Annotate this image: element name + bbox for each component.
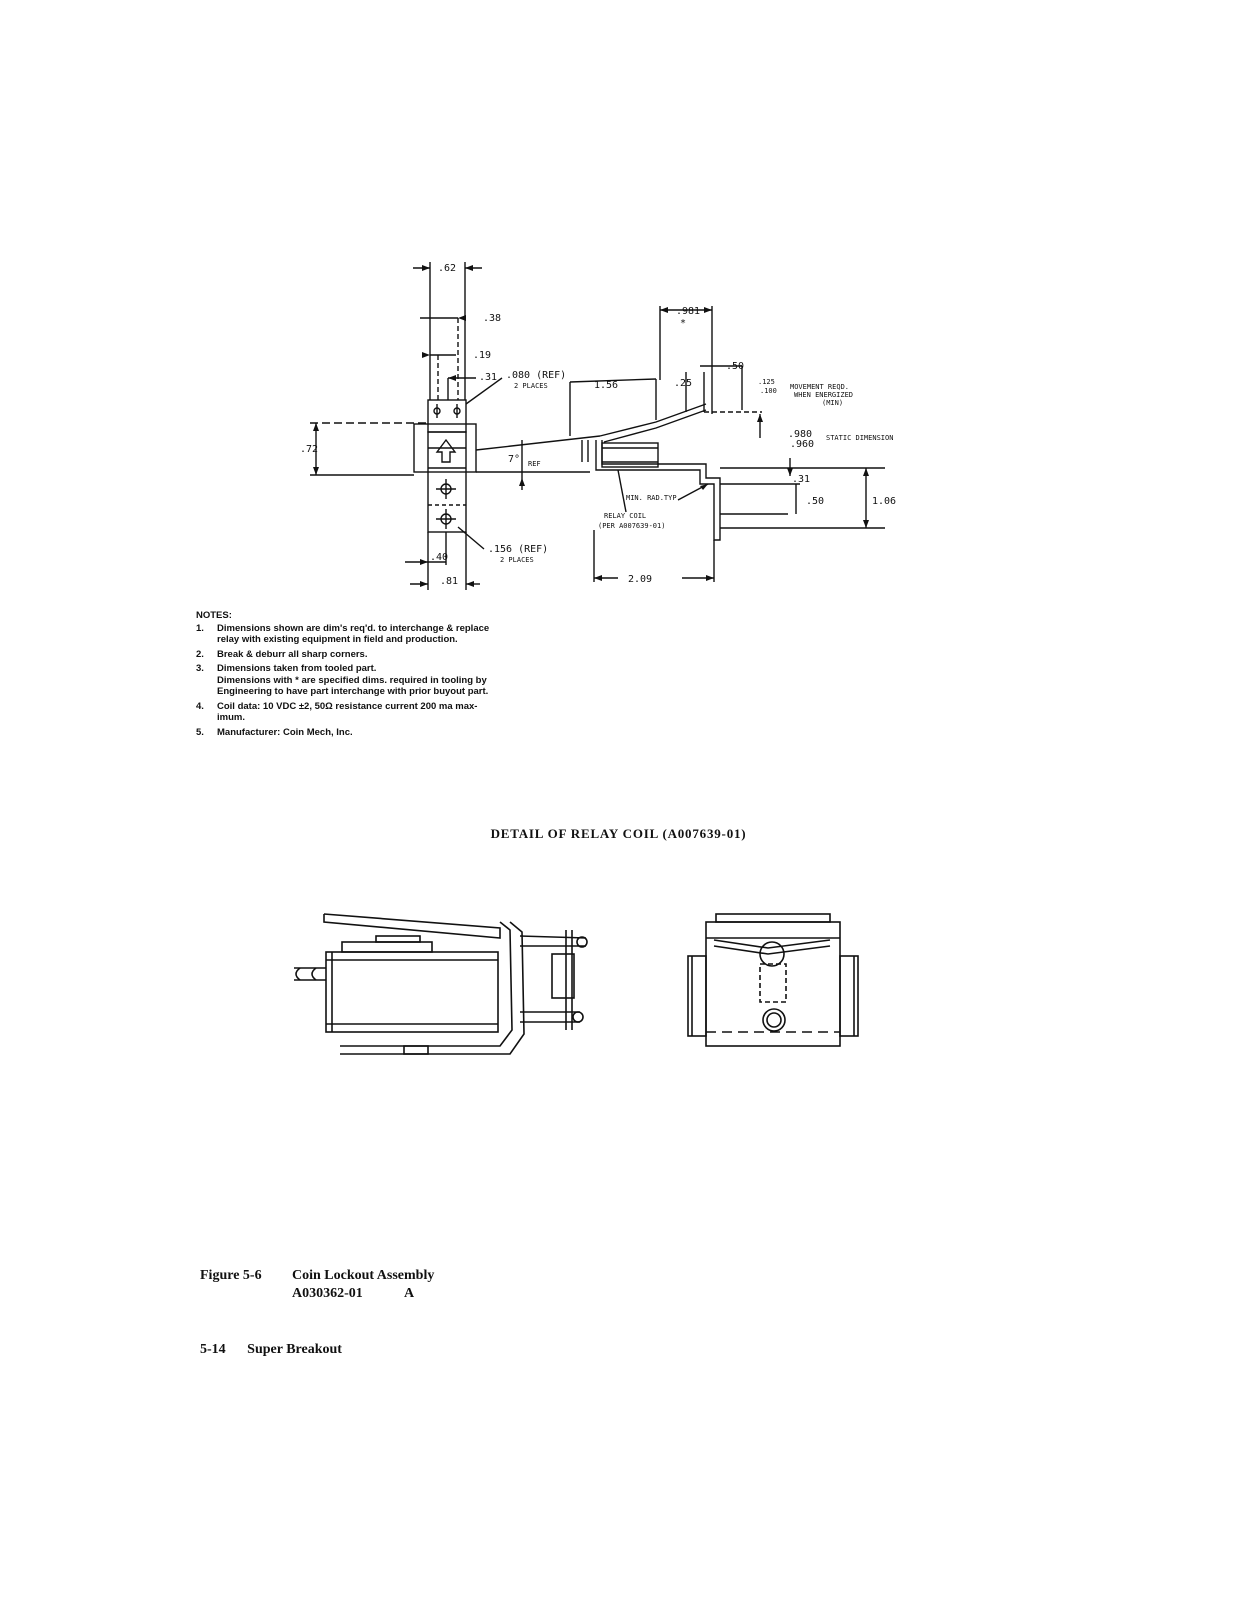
dim-981: .981 <box>676 306 700 317</box>
note-text: Break & deburr all sharp corners. <box>217 648 368 660</box>
movement-reqd-label: MOVEMENT REQD. <box>790 383 849 391</box>
dim-156: 1.56 <box>594 380 618 391</box>
note-item: 3. Dimensions taken from tooled part. Dim… <box>196 663 556 698</box>
dim-72: .72 <box>300 444 318 455</box>
dim-125: .125 <box>758 378 775 386</box>
relay-coil-front-detail <box>687 913 859 1047</box>
dim-31-right: .31 <box>792 474 810 485</box>
relay-front-view <box>310 262 601 590</box>
relay-side-view <box>569 306 885 582</box>
dim-star: * <box>680 318 686 329</box>
relay-coil-side-detail <box>294 913 588 1055</box>
left-view-dimension-labels: .62 .38 .19 .31 .080 (REF) 2 PLACES .72 … <box>300 263 566 587</box>
min-label: (MIN) <box>822 399 843 407</box>
dim-50-right: .50 <box>806 496 824 507</box>
dim-156-ref: .156 (REF) <box>488 544 548 555</box>
dim-080-places: 2 PLACES <box>514 382 548 390</box>
note-number: 4. <box>196 700 204 712</box>
right-view-dimension-labels: .981 * 1.56 .25 .50 .125 .100 MOVEMENT R… <box>594 306 896 585</box>
per-part-label: (PER A007639-01) <box>598 522 665 530</box>
relay-coil-label: RELAY COIL <box>604 512 646 520</box>
min-rad-label: MIN. RAD.TYP. <box>626 494 681 502</box>
note-number: 1. <box>196 622 204 634</box>
note-text: Coil data: 10 VDC ±2, 50Ω resistance cur… <box>217 700 478 724</box>
note-number: 3. <box>196 663 204 674</box>
manual-title: Super Breakout <box>247 1342 342 1357</box>
page-number: 5-14 <box>200 1342 226 1357</box>
dim-31: .31 <box>479 372 497 383</box>
figure-name: Coin Lockout Assembly <box>292 1268 435 1283</box>
page-footer: 5-14 Super Breakout <box>200 1342 342 1358</box>
dim-156-places: 2 PLACES <box>500 556 534 564</box>
static-dimension-label: STATIC DIMENSION <box>826 434 893 442</box>
note-number: 5. <box>196 726 204 738</box>
detail-title: DETAIL OF RELAY COIL (A007639-01) <box>490 826 747 841</box>
revision: A <box>404 1286 415 1301</box>
dim-980: .980 <box>788 429 812 440</box>
dim-81: .81 <box>440 576 458 587</box>
note-item: 4. Coil data: 10 VDC ±2, 50Ω resistance c… <box>196 701 556 724</box>
dim-19: .19 <box>473 350 491 361</box>
dim-7-ref: REF <box>528 460 541 468</box>
dim-960: .960 <box>790 439 814 450</box>
notes-section: NOTES: 1. Dimensions shown are dim's req'… <box>196 610 556 741</box>
note-text: Dimensions taken from tooled part. Dimen… <box>217 663 489 697</box>
note-item: 1. Dimensions shown are dim's req'd. to i… <box>196 623 556 646</box>
note-number: 2. <box>196 648 204 660</box>
dim-25: .25 <box>674 378 692 389</box>
note-text: Manufacturer: Coin Mech, Inc. <box>217 726 353 738</box>
dim-62: .62 <box>438 263 456 274</box>
note-item: 5. Manufacturer: Coin Mech, Inc. <box>196 727 556 739</box>
notes-list: 1. Dimensions shown are dim's req'd. to i… <box>196 623 556 739</box>
dim-40: .40 <box>430 552 448 563</box>
notes-heading: NOTES: <box>196 610 232 621</box>
dim-7-deg: 7° <box>508 454 520 465</box>
part-number: A030362-01 <box>292 1286 363 1301</box>
note-item: 2. Break & deburr all sharp corners. <box>196 649 556 661</box>
dimension-arrowheads <box>313 265 869 587</box>
dim-209: 2.09 <box>628 574 652 585</box>
dim-106: 1.06 <box>872 496 896 507</box>
figure-label: Figure 5-6 <box>200 1268 262 1283</box>
dim-100: .100 <box>760 387 777 395</box>
dim-38: .38 <box>483 313 501 324</box>
when-energized-label: WHEN ENERGIZED <box>794 391 853 399</box>
note-text: Dimensions shown are dim's req'd. to int… <box>217 622 490 646</box>
dim-080-ref: .080 (REF) <box>506 370 566 381</box>
dim-50-top: .50 <box>726 361 744 372</box>
